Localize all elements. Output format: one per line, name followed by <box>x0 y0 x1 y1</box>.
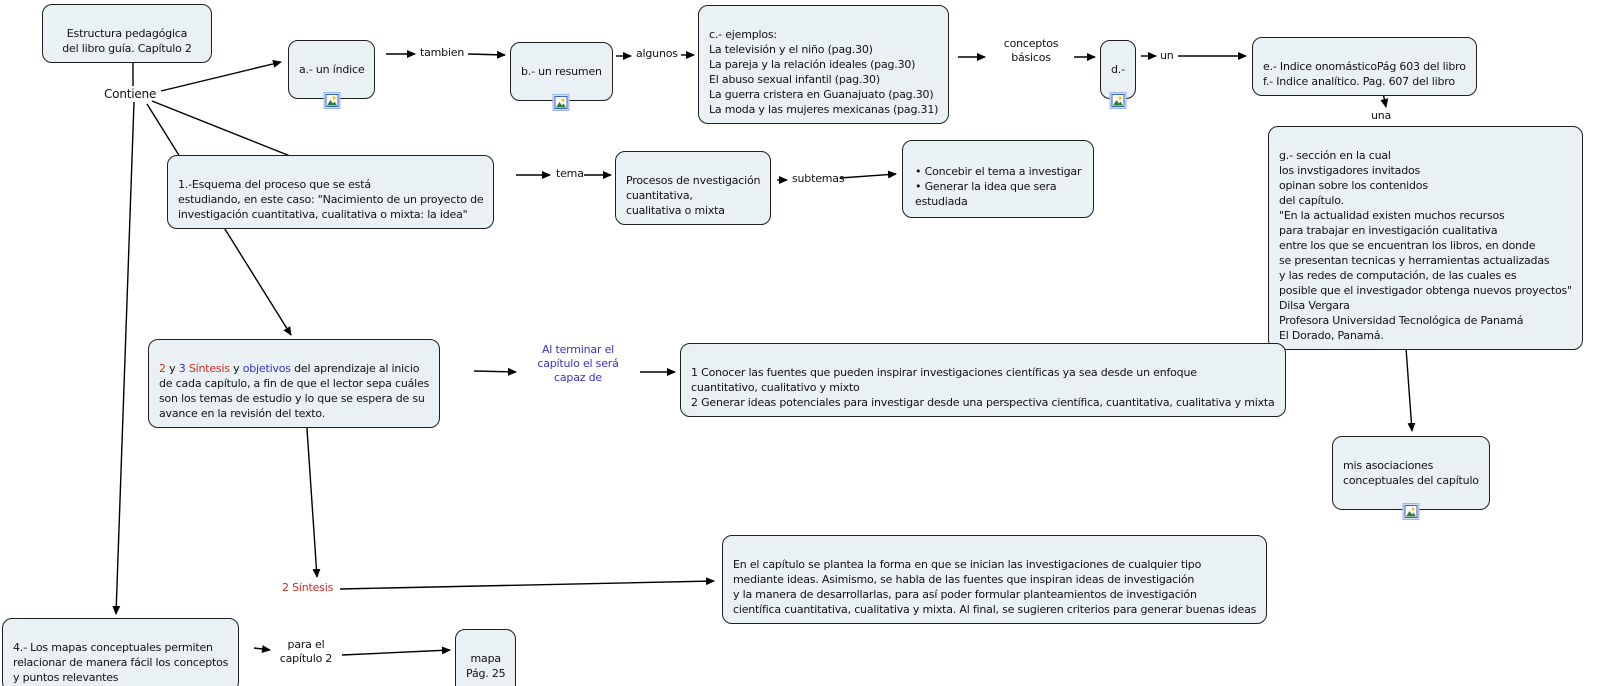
node-asociaciones-text: mis asociaciones conceptuales del capítu… <box>1343 459 1479 487</box>
node-sintesis-objetivos[interactable]: 2 y 3 Síntesis y objetivos del aprendiza… <box>148 339 441 428</box>
link-un[interactable]: un <box>1160 49 1174 62</box>
sintesis-seg-2: 2 <box>159 362 166 375</box>
node-indice-text: a.- un índice <box>299 63 365 76</box>
image-resource-icon[interactable] <box>1402 503 1420 520</box>
sintesis-seg-rest: del aprendizaje al inicio de cada capítu… <box>159 362 430 420</box>
sintesis-seg-sintesis: Síntesis <box>185 362 230 375</box>
link-conceptos-basicos[interactable]: conceptos básicos <box>1003 37 1059 64</box>
image-resource-icon[interactable] <box>552 94 570 111</box>
node-concebir[interactable]: • Concebir el tema a investigar • Genera… <box>902 140 1095 218</box>
node-conocer[interactable]: 1 Conocer las fuentes que pueden inspira… <box>680 343 1286 417</box>
sintesis-seg-objetivos: objetivos <box>242 362 291 375</box>
link-para-el[interactable]: para el capítulo 2 <box>279 638 333 665</box>
connector-contiene-to-indice <box>160 59 282 92</box>
sintesis-seg-y1: y <box>165 362 179 375</box>
node-title[interactable]: Estructura pedagógica del libro guía. Ca… <box>42 4 212 63</box>
node-concebir-text: • Concebir el tema a investigar • Genera… <box>915 165 1082 208</box>
node-mapas[interactable]: 4.- Los mapas conceptuales permiten rela… <box>2 618 240 686</box>
connector-sintesis2-to-encapitulo <box>339 577 715 590</box>
node-en-capitulo[interactable]: En el capítulo se plantea la forma en qu… <box>722 535 1268 624</box>
node-mapa-pag-text: mapa Pág. 25 <box>466 652 506 680</box>
connector-contiene-to-esquema <box>151 100 291 157</box>
connector-parael-to-mapapag <box>341 646 451 656</box>
connector-seccion-to-asociaciones <box>1404 333 1416 432</box>
node-ejemplos[interactable]: c.- ejemplos: La televisión y el niño (p… <box>698 5 950 124</box>
node-d[interactable]: d.- <box>1100 40 1136 109</box>
link-al-terminar[interactable]: Al terminar el capítulo el será capaz de <box>537 343 619 384</box>
image-resource-icon[interactable] <box>323 92 341 109</box>
node-resumen[interactable]: b.- un resumen <box>510 42 613 111</box>
node-asociaciones[interactable]: mis asociaciones conceptuales del capítu… <box>1332 436 1490 520</box>
sintesis-seg-y2: y <box>229 362 243 375</box>
node-esquema[interactable]: 1.-Esquema del proceso que se está estud… <box>167 155 495 229</box>
node-ejemplos-text: c.- ejemplos: La televisión y el niño (p… <box>709 28 939 116</box>
link-subtemas[interactable]: subtemas <box>792 172 845 185</box>
node-en-capitulo-text: En el capítulo se plantea la forma en qu… <box>733 558 1257 616</box>
node-conocer-text: 1 Conocer las fuentes que pueden inspira… <box>691 366 1275 409</box>
node-mapa-pag[interactable]: mapa Pág. 25 <box>455 629 517 686</box>
node-procesos-text: Procesos de nvestigación cuantitativa, c… <box>626 174 761 217</box>
link-tambien[interactable]: tambien <box>420 46 465 59</box>
node-title-text: Estructura pedagógica del libro guía. Ca… <box>62 27 192 55</box>
sintesis-seg-3: 3 <box>178 362 186 375</box>
node-d-text: d.- <box>1111 63 1125 76</box>
image-resource-icon[interactable] <box>1109 92 1127 109</box>
node-indices-ef[interactable]: e.- Indice onomásticoPág 603 del libro f… <box>1252 37 1477 96</box>
connector-sintesisobj-to-sintesis2 <box>305 413 321 578</box>
node-mapas-text: 4.- Los mapas conceptuales permiten rela… <box>13 641 229 684</box>
connector-mapas-to-parael <box>253 645 271 653</box>
link-sintesis2[interactable]: 2 Síntesis <box>282 581 334 594</box>
node-indice[interactable]: a.- un índice <box>288 40 376 109</box>
connector-subtemas-to-concebir <box>839 170 897 179</box>
node-seccion-g[interactable]: g.- sección en la cual los invstigadores… <box>1268 126 1583 350</box>
link-algunos[interactable]: algunos <box>636 47 678 60</box>
connector-sintesisobj-to-alterminar <box>473 367 517 376</box>
connector-tambien-to-resumen <box>467 50 506 59</box>
node-indices-ef-text: e.- Indice onomásticoPág 603 del libro f… <box>1263 60 1466 88</box>
connector-contiene-to-mapas <box>112 101 135 615</box>
node-resumen-text: b.- un resumen <box>521 65 602 78</box>
node-procesos[interactable]: Procesos de nvestigación cuantitativa, c… <box>615 151 772 225</box>
node-seccion-g-text: g.- sección en la cual los invstigadores… <box>1279 149 1572 342</box>
link-tema[interactable]: tema <box>556 167 584 180</box>
link-una[interactable]: una <box>1371 109 1392 122</box>
link-contiene[interactable]: Contiene <box>104 87 157 101</box>
node-esquema-text: 1.-Esquema del proceso que se está estud… <box>178 178 484 221</box>
